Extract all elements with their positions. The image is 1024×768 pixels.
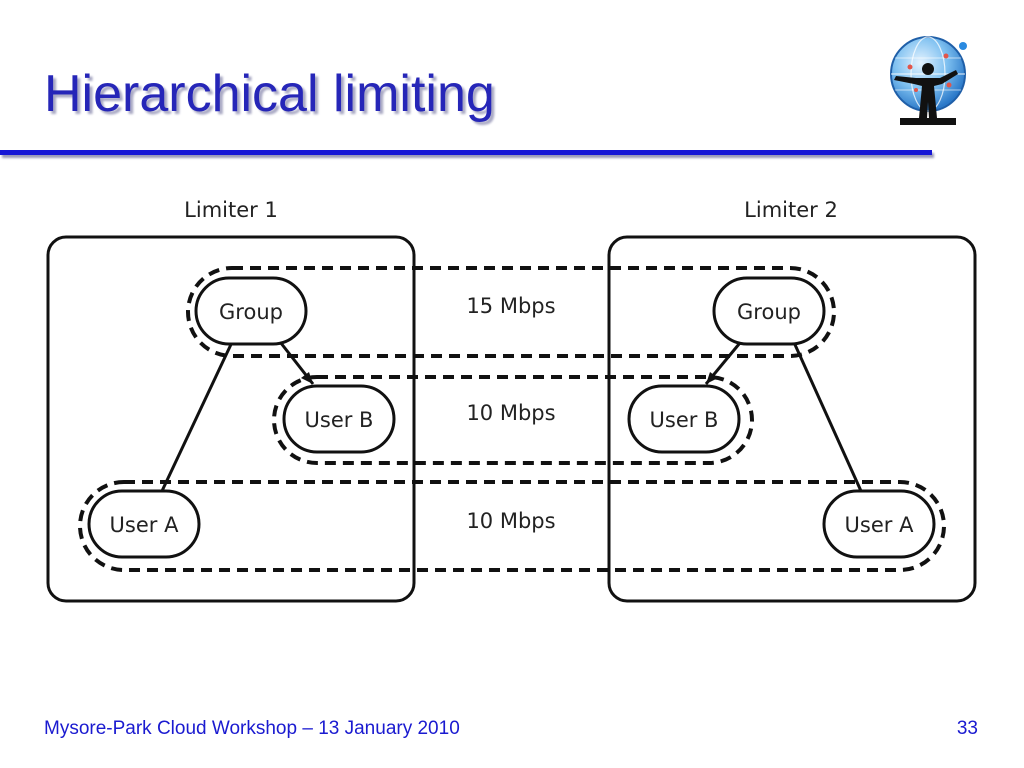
footer-date: – 13 January 2010 [302, 718, 460, 739]
rate-label-user-b: 10 Mbps [466, 401, 555, 425]
edge-arrow-user-b-right [706, 372, 718, 384]
hierarchy-diagram: Limiter 1 Limiter 2 Group User B User A … [46, 198, 977, 603]
edge-group-user-a-left [160, 337, 236, 492]
globe-person-icon [890, 36, 967, 125]
limiter-1-label: Limiter 1 [184, 198, 278, 222]
limiter-2-label: Limiter 2 [744, 198, 838, 222]
node-group-right-label: Group [737, 300, 801, 324]
tier-user-b-outline [272, 375, 754, 465]
node-user-a-left-label: User A [110, 513, 180, 537]
page-number: 33 [956, 718, 978, 739]
edge-arrow-user-b-left [301, 372, 313, 384]
slide-title: Hierarchical limiting [44, 65, 495, 123]
node-user-b-left-label: User B [305, 408, 374, 432]
edge-group-user-a-right [790, 337, 863, 492]
node-group-right [712, 276, 826, 346]
node-user-a-right [822, 489, 936, 559]
rate-label-group: 15 Mbps [466, 294, 555, 318]
node-user-b-left [282, 384, 396, 454]
node-group-left-label: Group [219, 300, 283, 324]
limiter-1-box [46, 235, 416, 603]
node-group-left [194, 276, 308, 346]
node-user-a-left [87, 489, 201, 559]
footer-event: Mysore-Park Cloud Workshop – 13 January … [44, 718, 460, 740]
footer-event-name: Mysore-Park Cloud Workshop [44, 718, 298, 739]
limiter-2-box [607, 235, 977, 603]
title-rule [0, 150, 932, 155]
node-user-a-right-label: User A [845, 513, 915, 537]
node-user-b-right-label: User B [650, 408, 719, 432]
rate-label-user-a: 10 Mbps [466, 509, 555, 533]
node-user-b-right [627, 384, 741, 454]
tier-user-a-outline [78, 480, 946, 572]
tier-group-outline [186, 266, 836, 358]
